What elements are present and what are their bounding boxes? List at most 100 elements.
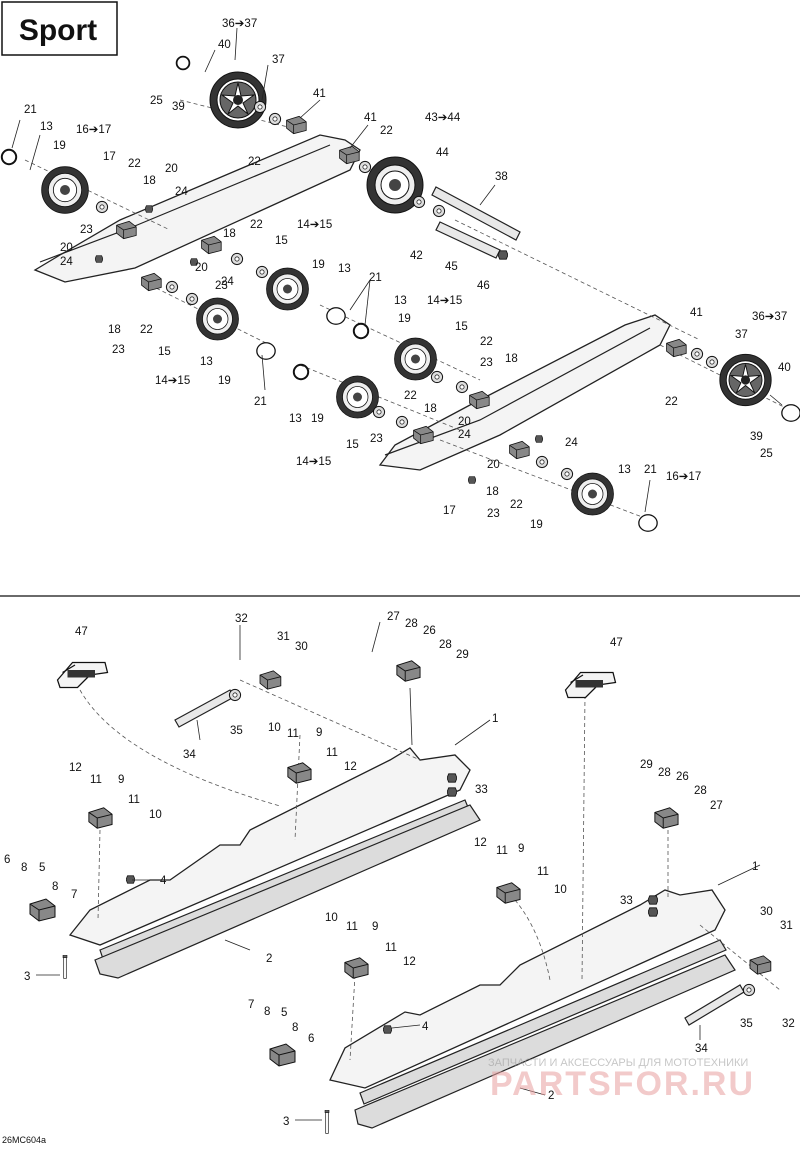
callout: 24 [458, 429, 471, 441]
callout: 11 [326, 747, 338, 759]
callout: 32 [782, 1018, 795, 1030]
callout: 19 [311, 413, 324, 425]
callout: 26 [423, 625, 436, 637]
badge-text: Sport [19, 14, 97, 47]
callout: 13 [200, 356, 213, 368]
callout: 24 [175, 186, 188, 198]
callout: 11 [496, 845, 508, 857]
callout: 28 [405, 618, 418, 630]
callout: 22 [380, 125, 393, 137]
ring-21-left [0, 148, 18, 166]
callout: 22 [510, 499, 523, 511]
callout: 7 [248, 999, 254, 1011]
wheel-36-37-right [719, 353, 772, 407]
callout: 22 [128, 158, 141, 170]
washer-15 [230, 252, 244, 266]
washer-17-g [560, 467, 574, 481]
bracket-31-right [749, 955, 772, 975]
leader [261, 64, 269, 101]
nut-46 [498, 250, 508, 260]
callout: 37 [735, 329, 748, 341]
slider-47-right [564, 671, 617, 699]
callout: 14➔15 [155, 375, 190, 387]
nut-24-d [535, 435, 543, 443]
callout: 11 [128, 794, 140, 806]
callout: 17 [103, 151, 116, 163]
callout: 18 [424, 403, 437, 415]
callout: 6 [4, 854, 10, 866]
washer-22-right [690, 347, 704, 361]
callout: 23 [215, 280, 228, 292]
slide-rail-left [68, 747, 471, 946]
washer-22-d [165, 280, 179, 294]
callout: 25 [760, 448, 773, 460]
leader [391, 1024, 421, 1029]
callout: 13 [394, 295, 407, 307]
cap-21-b [256, 342, 276, 360]
callout: 1 [492, 713, 498, 725]
leader [11, 119, 21, 149]
block-9-c [496, 882, 521, 904]
shaft-axis-line [454, 219, 701, 341]
callout: 14➔15 [297, 219, 332, 231]
callout: 19 [530, 519, 543, 531]
slider-47-left [56, 661, 109, 689]
callout: 22 [248, 156, 261, 168]
bottom-callout-labels: 32 27 28 26 47 31 30 28 29 47 35 1 34 10… [4, 611, 795, 1128]
callout: 11 [346, 921, 358, 933]
callout: 14➔15 [296, 456, 331, 468]
watermark: ЗАПЧАСТИ И АКСЕССУАРЫ ДЛЯ МОТОТЕХНИКИ PA… [488, 1057, 753, 1103]
block-26-right [654, 807, 679, 829]
callout: 40 [218, 39, 231, 51]
callout: 19 [398, 313, 411, 325]
guide-line [97, 829, 101, 921]
callout: 10 [268, 722, 281, 734]
callout: 2 [548, 1090, 554, 1102]
block-9-b [88, 807, 113, 829]
leader [479, 184, 496, 206]
callout: 45 [445, 261, 458, 273]
leader [29, 134, 41, 171]
callout: 28 [694, 785, 707, 797]
callout: 33 [475, 784, 488, 796]
nut-33-a [447, 773, 457, 783]
wheel-36-37-left [209, 71, 267, 129]
runner-2-right [354, 954, 736, 1129]
callout: 18 [108, 324, 121, 336]
callout: 47 [610, 637, 623, 649]
callout: 21 [644, 464, 657, 476]
washer-22-c [255, 265, 269, 279]
guide-line [581, 694, 586, 981]
callout: 11 [385, 942, 397, 954]
top-frame-assembly [0, 55, 800, 532]
nut-24-b [95, 255, 103, 263]
callout: 23 [80, 224, 93, 236]
callout: 20 [458, 416, 471, 428]
callout: 23 [370, 433, 383, 445]
callout: 22 [404, 390, 417, 402]
leader [644, 479, 651, 513]
callout: 21 [24, 104, 37, 116]
block-5-right [269, 1043, 296, 1067]
callout: 29 [456, 649, 469, 661]
callout: 4 [422, 1021, 429, 1033]
callout: 43➔44 [425, 112, 461, 124]
leader [204, 49, 216, 73]
callout: 35 [230, 725, 243, 737]
callout: 41 [690, 307, 703, 319]
callout: 22 [665, 396, 678, 408]
leader [364, 279, 371, 326]
callout: 8 [292, 1022, 298, 1034]
washer-22 [268, 112, 282, 126]
callout: 9 [372, 921, 378, 933]
callout: 5 [281, 1007, 287, 1019]
callout: 31 [780, 920, 793, 932]
callout: 18 [486, 486, 499, 498]
callout: 5 [39, 862, 45, 874]
callout: 19 [218, 375, 231, 387]
callout: 22 [480, 336, 493, 348]
wheel-14-15-bottom [336, 375, 379, 419]
washer-15-e [430, 370, 444, 384]
